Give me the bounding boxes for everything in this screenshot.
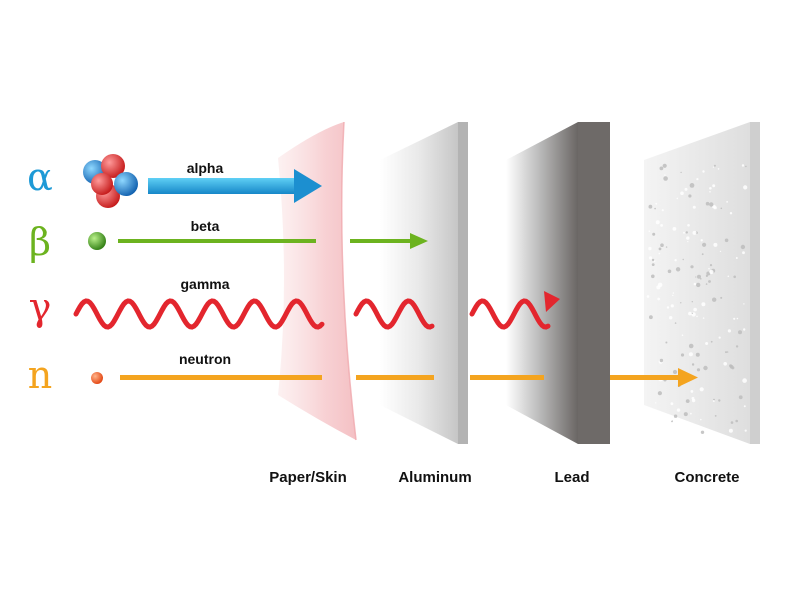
- beta-symbol: β: [29, 220, 51, 264]
- barrier-label-paper-skin: Paper/Skin: [269, 469, 347, 486]
- beta-label: beta: [191, 218, 220, 234]
- barrier-label-concrete: Concrete: [674, 469, 739, 486]
- barrier-paper-skin: [278, 121, 357, 441]
- electron-sphere-icon: [88, 232, 106, 250]
- gamma-label: gamma: [180, 276, 229, 292]
- barrier-lead: [506, 122, 610, 444]
- barrier-concrete: [644, 122, 760, 444]
- neutron-arrow: [120, 368, 698, 387]
- neutron-symbol: n: [28, 353, 52, 397]
- neutron-label: neutron: [179, 351, 231, 367]
- alpha-label: alpha: [187, 160, 224, 176]
- barrier-aluminum: [380, 122, 468, 444]
- gamma-arrowhead: [544, 291, 560, 312]
- neutron-sphere-icon: [91, 372, 103, 384]
- helium-nucleus-icon: [83, 154, 138, 208]
- alpha-symbol: α: [27, 155, 53, 199]
- gamma-wave: [73, 291, 560, 330]
- alpha-arrow: [148, 169, 322, 203]
- beta-arrow: [118, 233, 428, 249]
- gamma-symbol: γ: [29, 285, 52, 329]
- barrier-label-lead: Lead: [554, 469, 589, 486]
- barrier-label-aluminum: Aluminum: [398, 469, 471, 486]
